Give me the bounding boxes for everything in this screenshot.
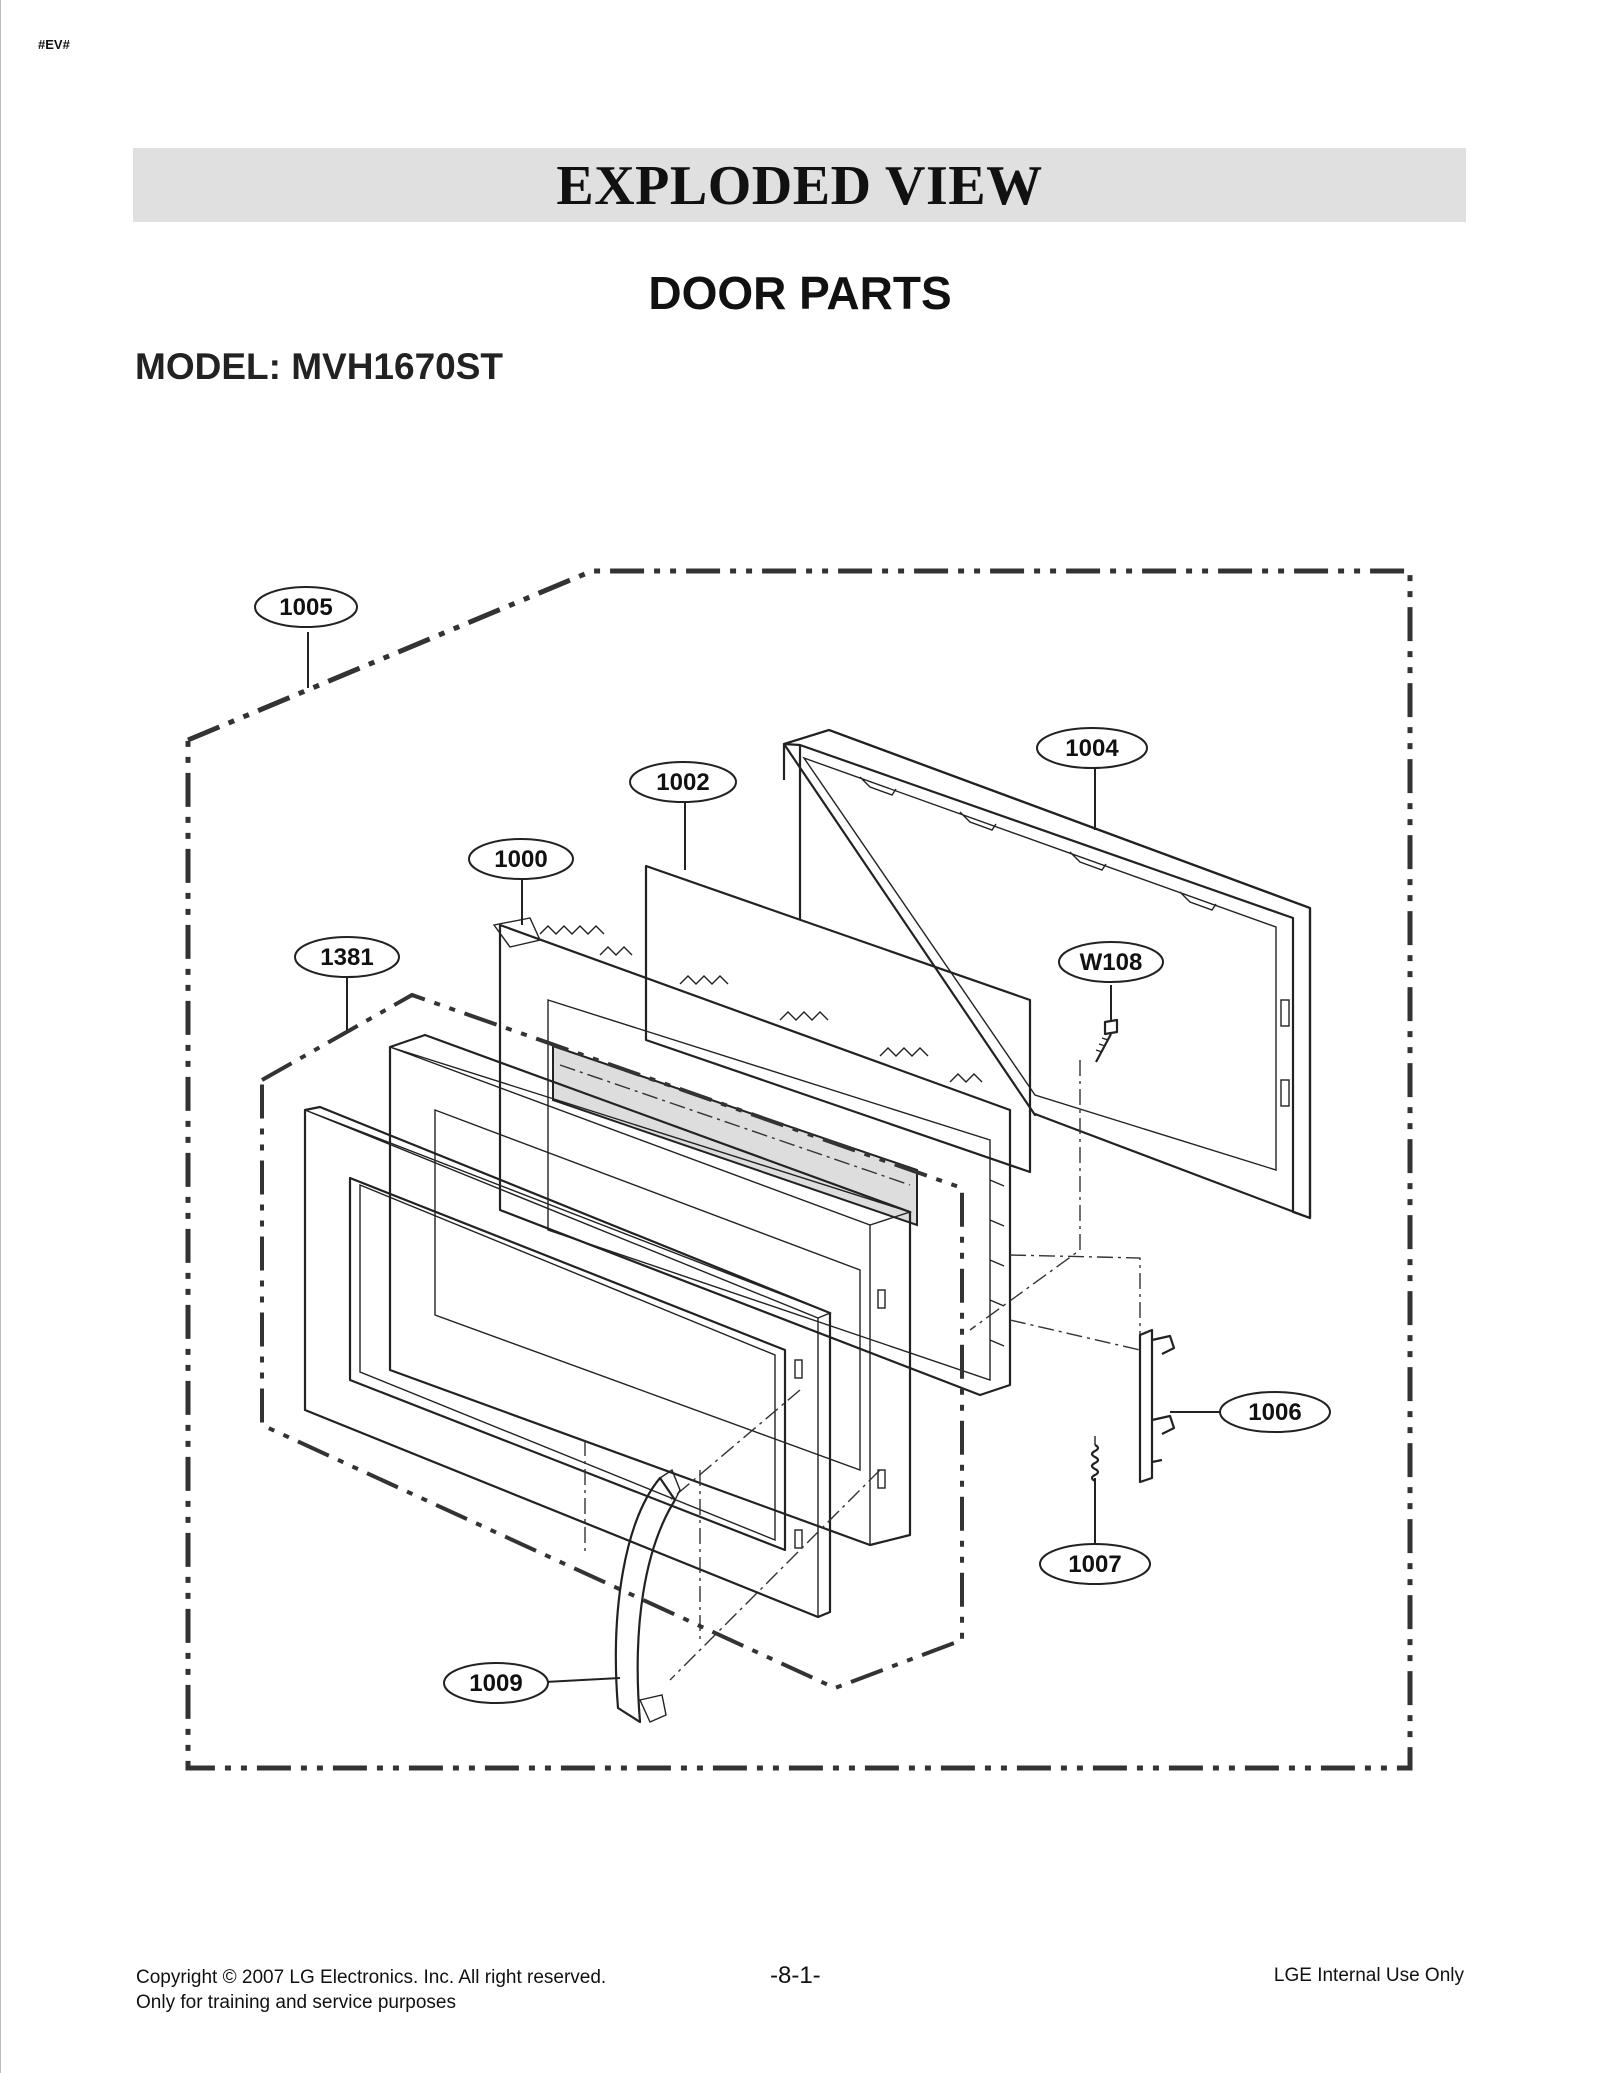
model-label: MODEL: MVH1670ST [135, 346, 504, 387]
page-title: EXPLODED VIEW [556, 155, 1043, 217]
callout-1000: 1000 [468, 838, 574, 880]
callout-w108: W108 [1058, 941, 1164, 983]
callout-1002: 1002 [629, 761, 737, 803]
document-code: #EV# [38, 37, 70, 52]
callout-label: 1004 [1065, 735, 1119, 762]
door-plate-1002 [644, 864, 1032, 1174]
page-number: -8-1- [770, 1962, 821, 1989]
callout-label: 1007 [1068, 1551, 1121, 1578]
screw-w108 [1095, 1018, 1119, 1063]
callout-1007: 1007 [1039, 1543, 1151, 1585]
exploded-view-diagram: .boundary { fill: none; stroke: #333; st… [0, 540, 1600, 1790]
door-glass-frame [388, 1033, 913, 1547]
leader-1009 [544, 1677, 621, 1683]
section-subtitle: DOOR PARTS [648, 267, 952, 319]
callout-label: 1000 [494, 846, 547, 873]
callout-1004: 1004 [1036, 727, 1148, 769]
door-frame-1004 [782, 728, 1312, 1220]
handle-alignment-lines [669, 1060, 1141, 1681]
door-assembly-boundary [185, 568, 1413, 1771]
diagram-svg: .boundary { fill: none; stroke: #333; st… [185, 568, 1413, 1771]
door-front-frame [303, 1105, 832, 1619]
spring-1007 [1090, 1436, 1100, 1482]
door-inner-assembly-1000 [492, 917, 1012, 1397]
callout-1005: 1005 [254, 586, 358, 628]
footer-copyright-block: Copyright © 2007 LG Electronics. Inc. Al… [136, 1965, 606, 2015]
page-edge [0, 0, 1, 2073]
purpose-text: Only for training and service purposes [136, 1992, 456, 2013]
callout-1381: 1381 [294, 936, 400, 978]
callout-label: 1381 [320, 944, 373, 971]
copyright-text: Copyright © 2007 LG Electronics. Inc. Al… [136, 1967, 607, 1988]
callout-1009: 1009 [443, 1662, 549, 1704]
callout-label: W108 [1080, 949, 1143, 976]
door-handle-1009 [584, 1440, 701, 1724]
choke-cover-boundary-1381 [260, 992, 964, 1691]
latch-key-1006 [1138, 1328, 1176, 1484]
callout-label: 1002 [656, 769, 709, 796]
callout-label: 1006 [1248, 1399, 1301, 1426]
choke-strip [552, 1044, 918, 1227]
callout-label: 1009 [469, 1670, 522, 1697]
classification-text: LGE Internal Use Only [1273, 1965, 1464, 1986]
title-band: EXPLODED VIEW [133, 148, 1466, 222]
callout-1006: 1006 [1219, 1391, 1331, 1433]
callout-label: 1005 [279, 594, 332, 621]
